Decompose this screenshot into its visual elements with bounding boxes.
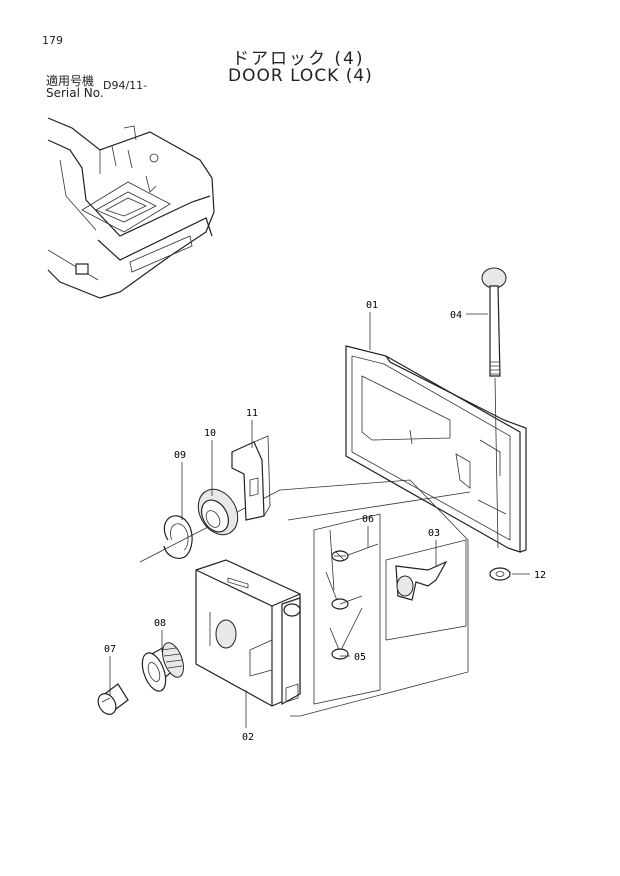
- part-07-key-cap: [97, 683, 129, 715]
- callout-03: 03: [428, 528, 440, 539]
- leader-lines: [109, 312, 530, 728]
- callout-09: 09: [174, 450, 186, 461]
- callout-07: 07: [104, 644, 116, 655]
- mounting-plate-outline: [139, 479, 471, 717]
- callout-12: 12: [534, 570, 546, 581]
- page-title-japanese: ドアロック (4): [232, 49, 365, 69]
- machine-overview-inset: [47, 117, 215, 299]
- part-10-bushing: [197, 488, 239, 536]
- door-lock-location-marker: [75, 263, 89, 275]
- callout-08: 08: [154, 618, 166, 629]
- part-09-snap-ring: [163, 515, 193, 559]
- page-title-english: DOOR LOCK (4): [228, 66, 373, 86]
- part-04-lock-rod: [481, 267, 507, 549]
- part-08-key-cylinder: [141, 642, 184, 692]
- callout-04: 04: [450, 310, 462, 321]
- part-03-latch-lever: [395, 560, 448, 601]
- callout-11: 11: [246, 408, 258, 419]
- page-number: 179: [42, 34, 63, 47]
- serial-label-japanese: 適用号機: [46, 74, 95, 88]
- part-06-springs: [325, 529, 379, 660]
- part-01-lock-cover: [345, 345, 527, 553]
- part-02-lock-body: [195, 559, 301, 707]
- callout-06: 06: [362, 514, 374, 525]
- callout-01: 01: [366, 300, 378, 311]
- callout-05: 05: [354, 652, 366, 663]
- serial-label-english: Serial No.: [46, 86, 104, 100]
- serial-value: D94/11-: [103, 79, 148, 92]
- part-12-snap-ring: [489, 567, 511, 581]
- callout-10: 10: [204, 428, 216, 439]
- callout-02: 02: [242, 732, 254, 743]
- part-11-latch-bracket: [231, 435, 271, 521]
